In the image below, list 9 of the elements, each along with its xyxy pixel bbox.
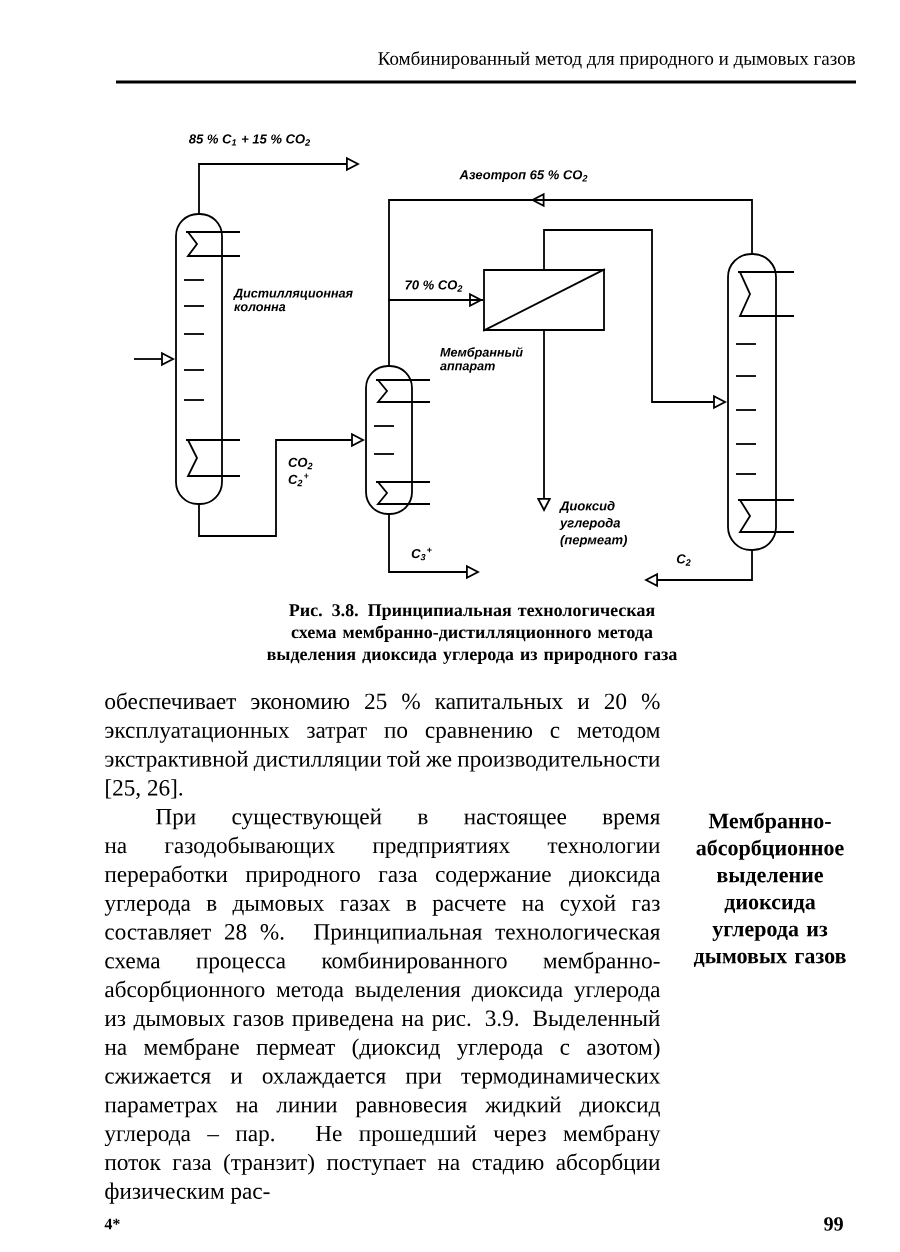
figure-caption: Рис. 3.8. Принципиальная технологическая схема мембранно-дистилляционного метода выделения диоксида углерода из природного газа [267,604,678,664]
paragraph: При существующей в настоящее время на газодобывающих предприятиях технологии переработки природного газа содержание диоксида углерода в дымовых газах в расчете на сухой газ составляет 28 %. Принципиальная технологическая схема процесса комбинированного мембранно-абсорбционного метода выделения диоксида углерода из дымовых газов приведена на рис. 3.9. Выделенный на мембране пермеат (диоксид углерода с азотом) сжижается и охлаждается при термодинамических параметрах на линии равновесия жидкий диоксид углерода – пар. Не прошедший через мембрану поток газа (транзит) поступает на стадию абсорбции физическим рас- [104,808,661,1204]
page-mark: 4* [104,1218,120,1230]
paragraph: обеспечивает экономию 25 % капитальных и 20 % эксплуатационных затрат по сравнению с методом экстрактивной дистилляции той же производительности [25, 26]. [105,692,660,799]
distillation-column [365,365,431,515]
running-header: Комбинированный метод для природного и дымовых газов [378,51,855,69]
distillation-column [727,253,795,551]
page-number: 99 [824,1217,843,1231]
margin-heading: Мембранно-абсорбционное выделение диоксида углерода из дымовых газов [693,812,846,967]
